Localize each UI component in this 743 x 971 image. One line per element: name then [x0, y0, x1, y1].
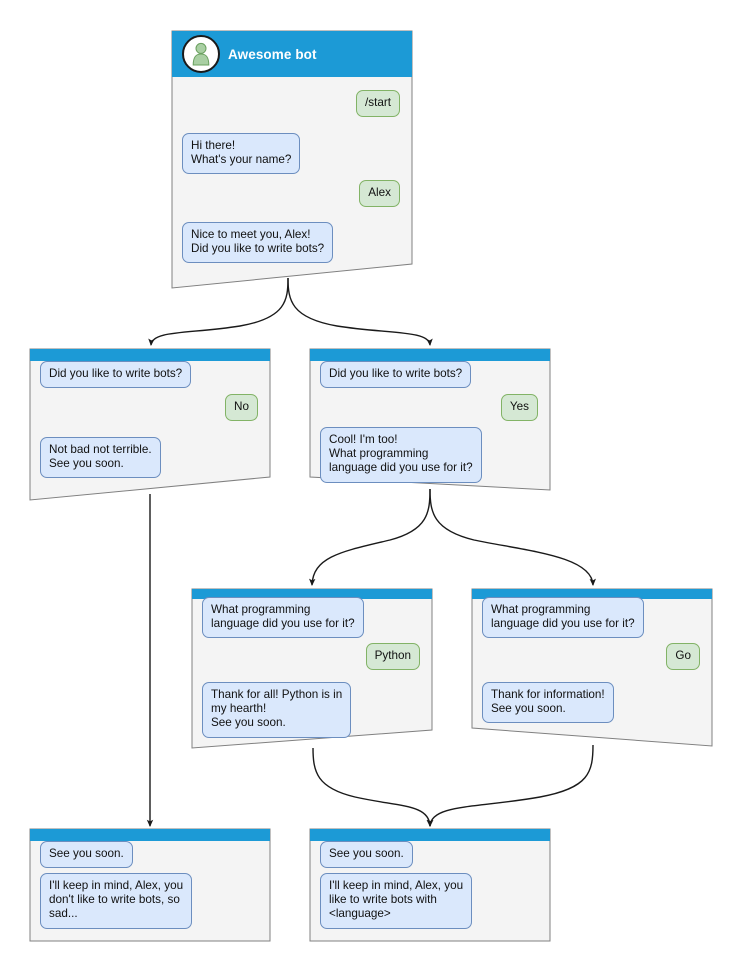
- message-bubble-user: /start: [356, 90, 400, 118]
- message-bubble-bot: What programming language did you use fo…: [482, 597, 644, 639]
- message-bubble-bot: See you soon.: [40, 841, 133, 869]
- connector-go-to-end-happy: [427, 744, 594, 828]
- message-bubble-bot: Cool! I'm too! What programming language…: [320, 427, 482, 483]
- card-end-happy[interactable]: See you soon. I'll keep in mind, Alex, y…: [309, 828, 551, 942]
- message-bubble-user: Python: [365, 643, 420, 671]
- message-bubble-user: Go: [666, 643, 700, 671]
- message-bubble-bot: I'll keep in mind, Alex, you don't like …: [40, 873, 193, 929]
- connector-yes-to-python: [309, 488, 431, 587]
- card-no-branch[interactable]: Did you like to write bots? No Not bad n…: [29, 348, 271, 501]
- message-bubble-bot: What programming language did you use fo…: [202, 597, 364, 639]
- message-bubble-bot: Did you like to write bots?: [320, 361, 472, 389]
- message-bubble-bot: See you soon.: [320, 841, 413, 869]
- message-bubble-user: Alex: [359, 180, 400, 208]
- message-bubble-bot: Nice to meet you, Alex! Did you like to …: [182, 222, 334, 264]
- connector-python-to-end-happy: [312, 747, 433, 828]
- message-bubble-bot: Did you like to write bots?: [40, 361, 192, 389]
- card-end-sad[interactable]: See you soon. I'll keep in mind, Alex, y…: [29, 828, 271, 942]
- card-python-branch[interactable]: What programming language did you use fo…: [191, 588, 433, 749]
- message-bubble-user: Yes: [500, 394, 538, 422]
- message-bubble-user: No: [225, 394, 258, 422]
- connector-yes-to-go: [429, 488, 596, 587]
- person-icon: [182, 35, 220, 73]
- message-bubble-bot: Hi there! What's your name?: [182, 133, 301, 175]
- message-bubble-bot: Thank for information! See you soon.: [482, 682, 614, 724]
- card-yes-branch[interactable]: Did you like to write bots? Yes Cool! I'…: [309, 348, 551, 491]
- message-bubble-bot: Thank for all! Python is in my hearth! S…: [202, 682, 352, 738]
- card-go-branch[interactable]: What programming language did you use fo…: [471, 588, 713, 747]
- card-header: Awesome bot: [172, 31, 412, 77]
- card-root[interactable]: Awesome bot /start Hi there! What's your…: [171, 30, 413, 289]
- message-bubble-bot: Not bad not terrible. See you soon.: [40, 437, 161, 479]
- card-title: Awesome bot: [228, 46, 317, 62]
- message-bubble-bot: I'll keep in mind, Alex, you like to wri…: [320, 873, 473, 929]
